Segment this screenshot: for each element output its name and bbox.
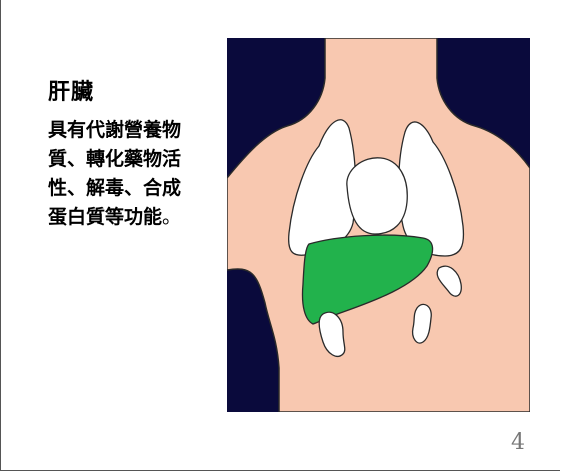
description-line: 具有代謝營養物 <box>48 116 218 145</box>
description-line-text: 蛋白質等功能 <box>48 206 162 228</box>
page-number: 4 <box>511 430 525 455</box>
heart <box>347 158 407 234</box>
description-line: 蛋白質等功能。 <box>48 203 218 232</box>
description-line: 性、解毒、合成 <box>48 174 218 203</box>
slide-title: 肝臟 <box>48 74 94 106</box>
description-line: 質、轉化藥物活 <box>48 145 218 174</box>
slide-description: 具有代謝營養物 質、轉化藥物活 性、解毒、合成 蛋白質等功能。 <box>48 116 218 232</box>
anatomy-illustration <box>227 38 530 412</box>
description-end-mark: 。 <box>162 206 181 228</box>
